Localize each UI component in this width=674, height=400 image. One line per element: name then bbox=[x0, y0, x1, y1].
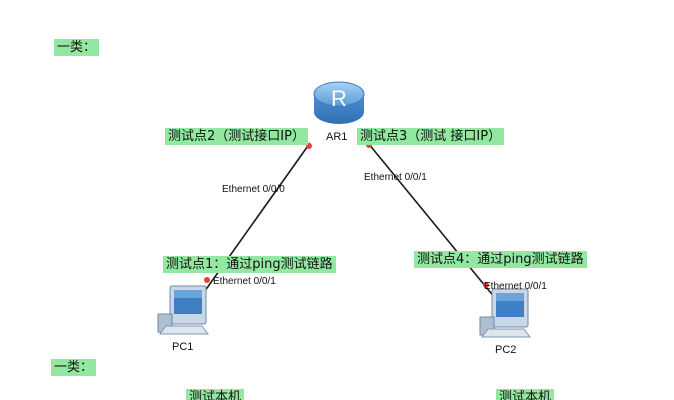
port-label-pc1: Ethernet 0/0/1 bbox=[213, 276, 276, 287]
svg-text:R: R bbox=[331, 86, 347, 111]
category-note-top: 一类： bbox=[54, 39, 100, 56]
port-label-pc2: Ethernet 0/0/1 bbox=[484, 281, 547, 292]
pc-icon bbox=[157, 285, 209, 335]
port-dot-pc2 bbox=[483, 282, 489, 288]
test-host-note-right: 测试本机 bbox=[496, 389, 555, 400]
port-label-ar1-e000: Ethernet 0/0/0 bbox=[222, 184, 285, 195]
pc2-label: PC2 bbox=[495, 344, 517, 356]
port-dot-pc1 bbox=[204, 277, 210, 283]
pc1-device[interactable] bbox=[156, 284, 212, 336]
pc-icon bbox=[479, 288, 531, 338]
link-ar1-pc2[interactable] bbox=[367, 142, 496, 299]
test-point-1-note: 测试点1：通过ping测试链路 bbox=[163, 256, 336, 273]
router-ar1[interactable]: R bbox=[311, 78, 367, 128]
pc1-label: PC1 bbox=[172, 341, 194, 353]
port-label-ar1-e001: Ethernet 0/0/1 bbox=[364, 172, 427, 183]
pc2-device[interactable] bbox=[478, 287, 534, 339]
test-host-note-left: 测试本机 bbox=[186, 389, 245, 400]
test-point-2-note: 测试点2（测试接口IP） bbox=[165, 128, 308, 145]
test-point-3-note: 测试点3（测试 接口IP） bbox=[357, 128, 505, 145]
test-point-4-note: 测试点4：通过ping测试链路 bbox=[414, 251, 587, 268]
router-icon: R bbox=[313, 81, 365, 124]
category-note-bottom: 一类： bbox=[51, 359, 97, 376]
router-label: AR1 bbox=[326, 131, 348, 143]
